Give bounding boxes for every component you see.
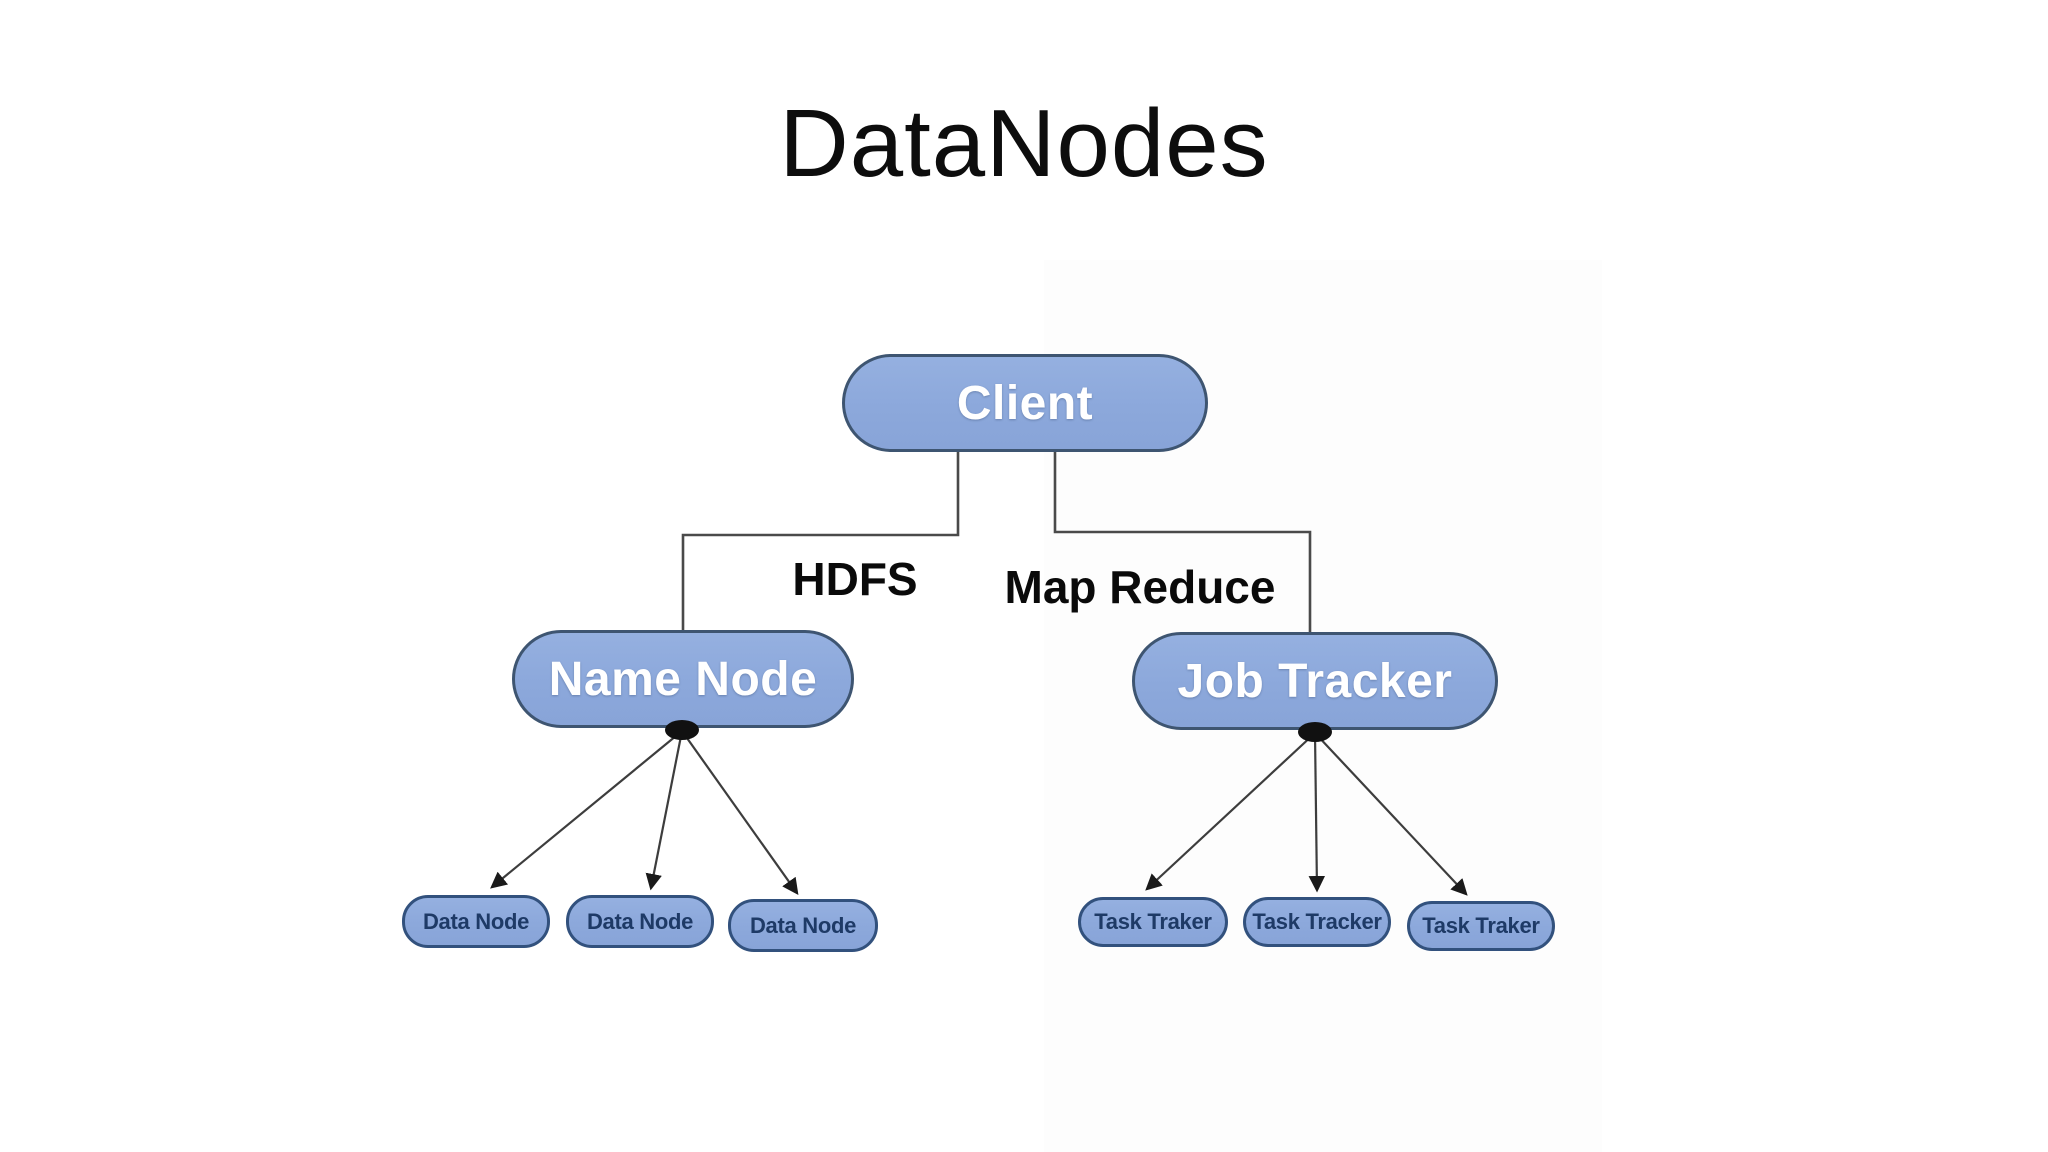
edge-namenode-to-datanode-3 [681,730,799,896]
node-client: Client [842,354,1208,452]
node-data-node-2-label: Data Node [586,908,694,934]
node-data-node-1: Data Node [402,895,550,948]
node-task-tracker-3-label: Task Traker [1422,913,1540,938]
edge-label-hdfs: HDFS [792,553,918,605]
edge-namenode-to-datanode-1 [490,730,683,889]
node-data-node-1-label: Data Node [422,908,530,934]
edge-namenode-to-datanode-2 [645,730,684,891]
node-data-node-2: Data Node [566,895,714,948]
node-name-node: Name Node [512,630,854,728]
node-task-tracker-2-label: Task Tracker [1252,909,1382,934]
page-title: DataNodes [779,90,1269,197]
node-data-node-3-label: Data Node [749,912,857,938]
node-job-tracker: Job Tracker [1132,632,1498,730]
node-client-label: Client [956,376,1094,430]
node-data-node-3: Data Node [728,899,878,952]
node-task-tracker-2: Task Tracker [1243,897,1391,947]
node-task-tracker-1: Task Traker [1078,897,1228,947]
node-task-tracker-1-label: Task Traker [1094,909,1212,934]
edge-client-to-namenode [681,452,960,632]
node-name-node-label: Name Node [548,652,818,706]
edge-jobtracker-to-tasktracker-3 [1314,732,1468,896]
edge-jobtracker-to-tasktracker-1 [1145,732,1316,891]
edge-client-to-jobtracker [1053,452,1312,634]
edge-label-map-reduce: Map Reduce [1004,561,1276,613]
edge-jobtracker-to-tasktracker-2 [1308,732,1326,893]
node-job-tracker-label: Job Tracker [1177,654,1453,708]
node-task-tracker-3: Task Traker [1407,901,1555,951]
